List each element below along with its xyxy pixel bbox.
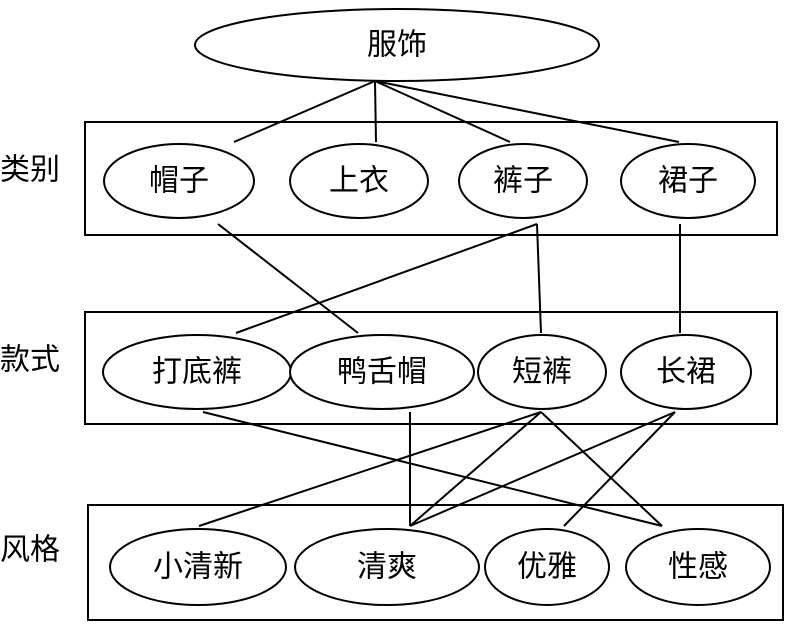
node-label-top: 上衣 <box>329 164 389 199</box>
edge-longskirt-cool <box>409 411 676 527</box>
row-category: 类别 帽子 上衣 裤子 裙子 <box>0 121 778 236</box>
node-cap: 鸭舌帽 <box>289 334 475 410</box>
node-ellipse <box>625 528 771 606</box>
node-hat: 帽子 <box>103 143 255 219</box>
edge-pants-leggings <box>235 223 538 334</box>
node-ellipse <box>103 143 255 219</box>
node-label-cool: 清爽 <box>357 550 417 585</box>
edge-pants-shorts <box>536 223 542 334</box>
node-ellipse <box>458 143 588 219</box>
edge-root-skirt <box>374 80 680 143</box>
node-ellipse <box>289 143 429 219</box>
node-fresh: 小清新 <box>109 528 287 606</box>
node-label-pants: 裤子 <box>493 164 553 199</box>
node-ellipse <box>484 528 610 606</box>
row-vibe: 风格 小清新 清爽 优雅 性感 <box>0 504 784 621</box>
node-top: 上衣 <box>289 143 429 219</box>
node-label-skirt: 裙子 <box>658 164 718 199</box>
node-shorts: 短裤 <box>477 334 607 410</box>
node-ellipse <box>109 528 287 606</box>
group-box-category <box>84 121 778 236</box>
node-ellipse <box>477 334 607 410</box>
edge-leggings-sexy <box>202 411 663 527</box>
node-ellipse <box>294 528 480 606</box>
node-label-fresh: 小清新 <box>153 550 243 585</box>
node-label-longskirt: 长裙 <box>656 355 716 390</box>
edge-longskirt-elegant <box>563 411 676 527</box>
node-label-hat: 帽子 <box>149 164 209 199</box>
node-leggings: 打底裤 <box>102 334 292 410</box>
root-ellipse <box>194 8 600 82</box>
node-elegant: 优雅 <box>484 528 610 606</box>
edges-layer <box>198 80 681 527</box>
node-ellipse <box>620 334 752 410</box>
node-sexy: 性感 <box>625 528 771 606</box>
row-style: 款式 打底裤 鸭舌帽 短裤 长裙 <box>0 311 778 425</box>
root-node: 服饰 <box>194 8 600 82</box>
edge-root-top <box>374 80 377 143</box>
group-box-style <box>84 311 778 425</box>
row-label-category: 类别 <box>0 153 60 188</box>
edge-root-pants <box>374 80 511 143</box>
node-label-shorts: 短裤 <box>512 355 572 390</box>
edge-shorts-fresh <box>198 411 542 527</box>
node-pants: 裤子 <box>458 143 588 219</box>
group-box-vibe <box>87 504 784 621</box>
edge-shorts-sexy <box>540 411 663 527</box>
node-ellipse <box>620 143 756 219</box>
node-label-elegant: 优雅 <box>517 550 577 585</box>
root-label: 服饰 <box>367 28 427 63</box>
node-skirt: 裙子 <box>620 143 756 219</box>
row-label-style: 款式 <box>0 343 60 378</box>
edge-shorts-cool <box>409 411 542 527</box>
node-label-sexy: 性感 <box>668 550 728 585</box>
row-label-vibe: 风格 <box>0 533 60 568</box>
node-longskirt: 长裙 <box>620 334 752 410</box>
node-label-cap: 鸭舌帽 <box>337 355 427 390</box>
node-cool: 清爽 <box>294 528 480 606</box>
edge-root-hat <box>233 80 376 143</box>
edge-hat-cap <box>217 223 359 334</box>
node-label-leggings: 打底裤 <box>152 355 242 390</box>
node-ellipse <box>289 334 475 410</box>
